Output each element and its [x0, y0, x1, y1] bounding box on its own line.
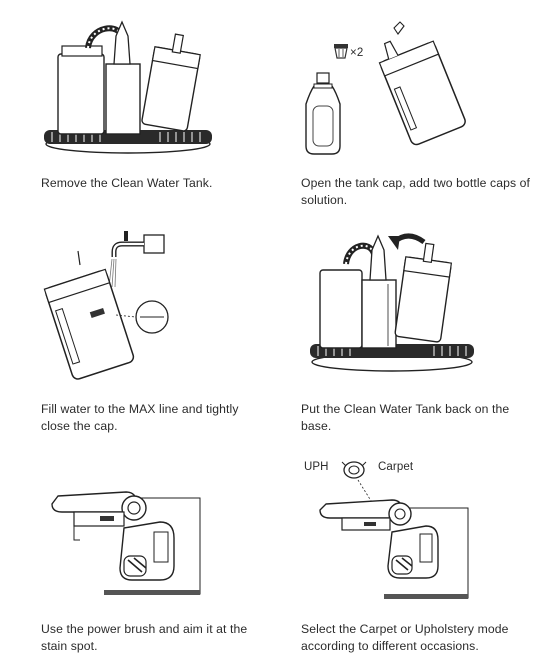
solution-bottle-icon — [305, 72, 341, 155]
bottle-cap-icon — [334, 44, 348, 59]
step-1-illustration — [44, 20, 212, 154]
step-1-caption: Remove the Clean Water Tank. — [41, 176, 213, 190]
step-3-caption: Fill water to the MAX line and tightly c… — [41, 402, 239, 433]
step-2-caption: Open the tank cap, add two bottle caps o… — [301, 176, 531, 207]
step-5-illustration — [51, 491, 201, 595]
step-5-caption: Use the power brush and aim it at the st… — [41, 622, 248, 653]
step-3-illustration — [43, 231, 169, 380]
faucet-icon — [111, 231, 165, 257]
cap-count-label: ×2 — [350, 47, 364, 59]
step-2-illustration — [305, 21, 466, 155]
step-6-caption: Select the Carpet or Upholstery mode acc… — [301, 622, 509, 653]
step-6-illustration — [319, 461, 469, 599]
step-4-illustration — [310, 233, 474, 372]
step-4-caption: Put the Clean Water Tank back on the bas… — [301, 402, 510, 433]
mode-dial-icon — [341, 461, 367, 479]
mode-label-uph: UPH — [304, 461, 329, 473]
mode-label-carpet: Carpet — [378, 461, 414, 473]
